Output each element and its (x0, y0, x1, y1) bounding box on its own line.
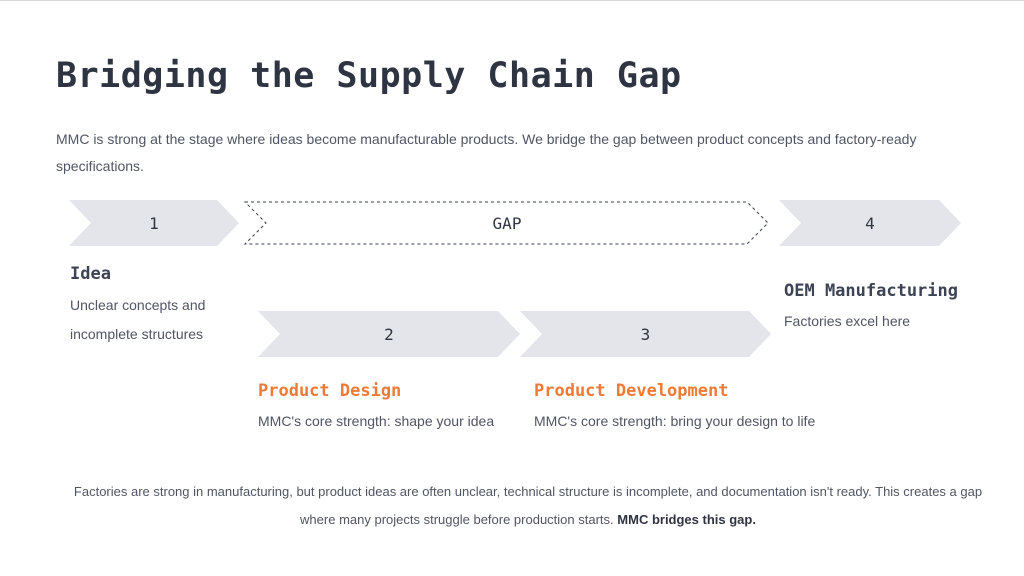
step-2-number: 2 (384, 324, 394, 344)
step-3-description: MMC's core strength: bring your design t… (534, 413, 816, 429)
step-1-title: Idea (70, 264, 111, 284)
footer-text: Factories are strong in manufacturing, b… (73, 484, 983, 527)
step-1-description: Unclear concepts and incomplete structur… (70, 297, 206, 342)
step-4-description: Factories excel here (784, 313, 911, 329)
top-divider (0, 0, 1024, 1)
step-2-arrow: 2 (258, 311, 520, 357)
step-1-chevron-shape (69, 200, 239, 246)
step-4-chevron-shape (779, 200, 961, 246)
step-1-number: 1 (149, 213, 159, 233)
footer-summary: Factories are strong in manufacturing, b… (70, 478, 986, 534)
gap-arrow: GAP (243, 200, 771, 246)
step-4-arrow: 4 (779, 200, 961, 246)
step-3-arrow: 3 (520, 311, 771, 357)
step-4-number: 4 (865, 213, 875, 233)
step-2-title: Product Design (258, 381, 402, 401)
step-4-title: OEM Manufacturing (784, 281, 958, 301)
gap-dashed-shape (243, 201, 769, 245)
step-2-chevron-shape (258, 311, 520, 357)
step-3-title: Product Development (534, 381, 729, 401)
step-2-description: MMC's core strength: shape your idea (258, 413, 495, 429)
step-3-chevron-shape (520, 311, 771, 357)
gap-label: GAP (492, 213, 522, 233)
intro-text: MMC is strong at the stage where ideas b… (56, 131, 917, 174)
step-3-number: 3 (640, 324, 651, 344)
step-1-arrow: 1 (69, 200, 239, 246)
page-title: Bridging the Supply Chain Gap (56, 56, 682, 96)
footer-emphasis: MMC bridges this gap. (617, 512, 756, 527)
